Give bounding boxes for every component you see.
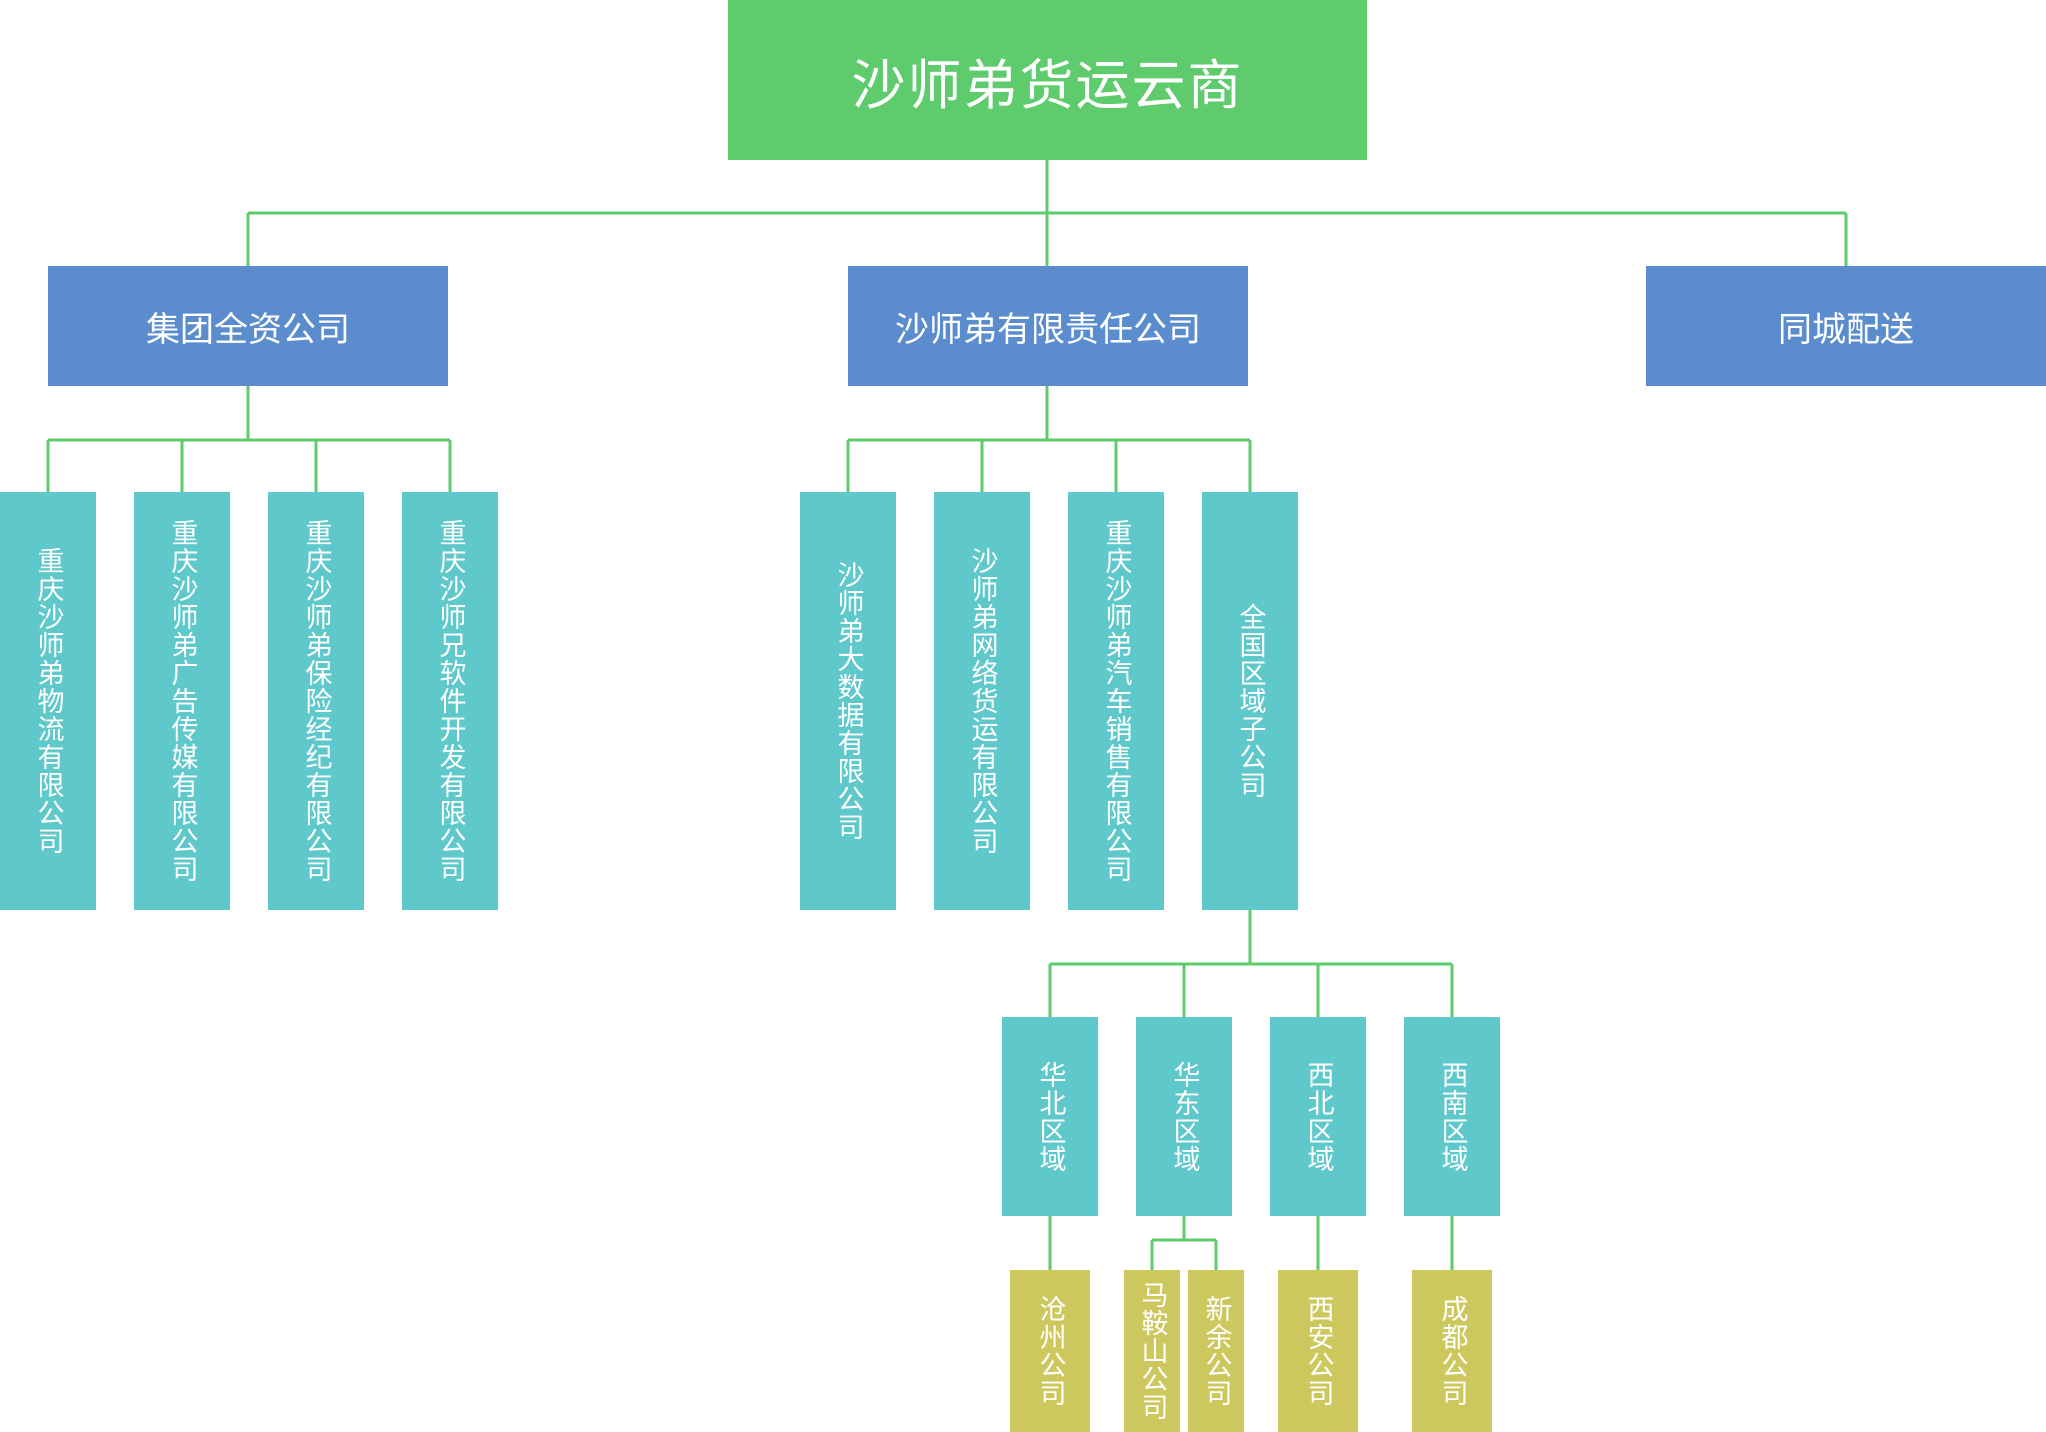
node-branch: 西安公司 [1278, 1270, 1358, 1432]
node-region: 西南区域 [1404, 1017, 1500, 1216]
regional-subsidiary-label: 全国区域子公司 [1234, 603, 1266, 799]
region-label: 西北区域 [1302, 1060, 1334, 1173]
branch-label: 沧州公司 [1034, 1295, 1066, 1407]
group-company-label: 集团全资公司 [146, 309, 350, 350]
connector-subsidiary-to-regions [1048, 910, 1454, 1017]
node-group-company: 集团全资公司 [48, 266, 448, 386]
node-regional-subsidiary: 全国区域子公司 [1202, 492, 1298, 910]
node-branch: 马鞍山公司 [1124, 1270, 1180, 1432]
limited-child-label: 沙师弟大数据有限公司 [832, 561, 864, 841]
node-branch: 沧州公司 [1010, 1270, 1090, 1432]
group-child-label: 重庆沙师弟保险经纪有限公司 [300, 519, 332, 883]
node-branch: 成都公司 [1412, 1270, 1492, 1432]
region-label: 华北区域 [1034, 1060, 1066, 1173]
branch-label: 西安公司 [1302, 1295, 1334, 1407]
node-limited-child: 重庆沙师弟汽车销售有限公司 [1068, 492, 1164, 910]
node-city-delivery: 同城配送 [1646, 266, 2046, 386]
branch-label: 新余公司 [1200, 1295, 1232, 1407]
node-group-child: 重庆沙师兄软件开发有限公司 [402, 492, 498, 910]
node-branch: 新余公司 [1188, 1270, 1244, 1432]
node-limited-child: 沙师弟网络货运有限公司 [934, 492, 1030, 910]
root-node: 沙师弟货运云商 [728, 0, 1367, 160]
node-region: 华东区域 [1136, 1017, 1232, 1216]
connector-limited-to-children [846, 386, 1252, 492]
group-child-label: 重庆沙师兄软件开发有限公司 [434, 519, 466, 883]
limited-child-label: 重庆沙师弟汽车销售有限公司 [1100, 519, 1132, 883]
region-label: 华东区域 [1168, 1060, 1200, 1173]
node-limited-company: 沙师弟有限责任公司 [848, 266, 1248, 386]
branch-label: 马鞍山公司 [1136, 1281, 1168, 1421]
node-region: 华北区域 [1002, 1017, 1098, 1216]
root-label: 沙师弟货运云商 [851, 53, 1244, 117]
node-region: 西北区域 [1270, 1017, 1366, 1216]
region-label: 西南区域 [1436, 1060, 1468, 1173]
connector-root-to-level1 [246, 160, 1848, 266]
limited-company-label: 沙师弟有限责任公司 [895, 309, 1201, 350]
group-child-label: 重庆沙师弟广告传媒有限公司 [166, 519, 198, 883]
city-delivery-label: 同城配送 [1778, 309, 1914, 350]
node-limited-child: 沙师弟大数据有限公司 [800, 492, 896, 910]
node-group-child: 重庆沙师弟广告传媒有限公司 [134, 492, 230, 910]
group-child-label: 重庆沙师弟物流有限公司 [32, 547, 64, 855]
branch-label: 成都公司 [1436, 1295, 1468, 1407]
node-group-child: 重庆沙师弟物流有限公司 [0, 492, 96, 910]
node-group-child: 重庆沙师弟保险经纪有限公司 [268, 492, 364, 910]
connector-group-to-children [46, 386, 452, 492]
connector-east-to-branches [1150, 1216, 1218, 1270]
limited-child-label: 沙师弟网络货运有限公司 [966, 547, 998, 855]
